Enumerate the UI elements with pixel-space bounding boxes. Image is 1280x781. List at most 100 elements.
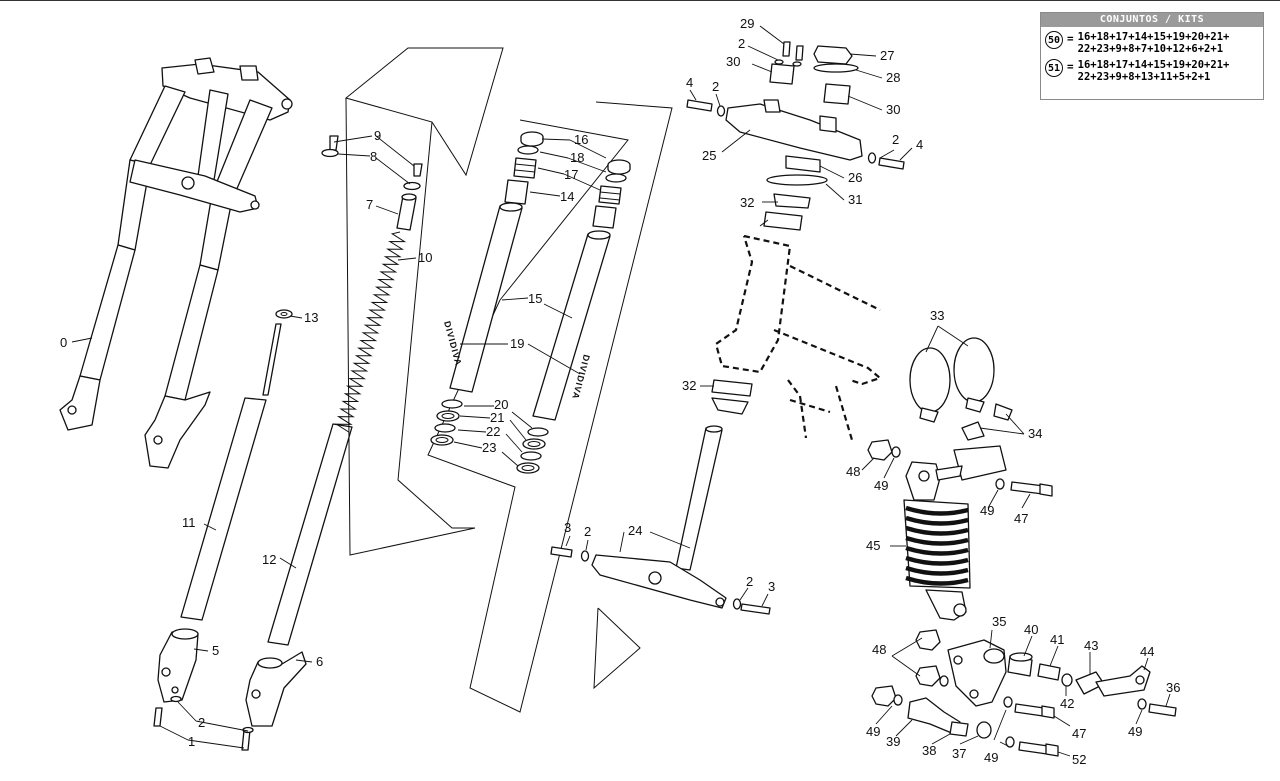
callout-3-right: 3 [768, 579, 775, 594]
inner-tube-part-11[interactable] [180, 397, 267, 621]
kit-equals: = [1067, 32, 1074, 45]
nut-part-48[interactable] [867, 439, 941, 707]
screw-part-4[interactable] [686, 99, 905, 170]
callout-36: 36 [1166, 680, 1180, 695]
screw-part-9[interactable] [329, 135, 423, 177]
outer-tube-part-15[interactable] [449, 202, 611, 421]
callout-47-top: 47 [1014, 511, 1028, 526]
callout-39: 39 [886, 734, 900, 749]
ring-part-18[interactable] [517, 145, 627, 183]
leader-lines [71, 25, 1171, 757]
callout-12: 12 [262, 552, 276, 567]
seal-part-21[interactable] [436, 410, 546, 450]
spacer-part-7[interactable] [396, 193, 417, 231]
callout-43: 43 [1084, 638, 1098, 653]
spring-kit-panel [344, 47, 504, 556]
shock-coil [905, 505, 969, 516]
washer-part-13[interactable] [275, 309, 293, 319]
bush-part-17[interactable] [513, 157, 622, 205]
damper-rod[interactable] [262, 323, 282, 396]
bolt-part-36[interactable] [1148, 703, 1177, 717]
callout-52: 52 [1072, 752, 1086, 767]
shock-coil [905, 575, 969, 586]
callout-49-top: 49 [874, 478, 888, 493]
callout-18: 18 [570, 150, 584, 165]
washer-part-8[interactable] [321, 148, 421, 191]
callout-15: 15 [528, 291, 542, 306]
bearing-part-32[interactable] [711, 211, 803, 415]
callout-2-crown-left: 2 [712, 79, 719, 94]
shock-coil [905, 515, 969, 526]
nut-part-26[interactable] [785, 155, 821, 173]
callout-40: 40 [1024, 622, 1038, 637]
washer-part-2-crown[interactable] [716, 59, 877, 164]
bearing-ring-part-31[interactable] [766, 174, 828, 209]
bolt-part-52[interactable] [1018, 741, 1059, 757]
callout-32-top: 32 [740, 195, 754, 210]
spring-part-10[interactable] [334, 231, 407, 433]
callout-4-right: 4 [916, 137, 923, 152]
callout-8: 8 [370, 149, 377, 164]
washer-part-49[interactable] [891, 446, 1147, 748]
link-part-44[interactable] [1095, 665, 1151, 697]
shock-coil [905, 535, 969, 546]
callout-29: 29 [740, 16, 754, 31]
screw-part-3[interactable] [550, 546, 771, 615]
frame-outline-dashed [714, 234, 883, 441]
kit-row-51: 51 = 16+18+17+14+15+19+20+21+ 22+23+9+8+… [1041, 55, 1263, 83]
callout-26: 26 [848, 170, 862, 185]
callout-1: 1 [188, 734, 195, 749]
washer-part-42[interactable] [1061, 673, 1073, 687]
kit-number-50: 50 [1045, 31, 1063, 49]
hose-clamp-part-33[interactable] [909, 337, 995, 423]
clamp-block-part-30[interactable] [769, 63, 851, 105]
kit-formula-50-line2: 22+23+9+8+7+10+12+6+2+1 [1077, 43, 1224, 55]
callout-32-bottom: 32 [682, 378, 696, 393]
lower-slider-part-5[interactable] [157, 628, 199, 703]
seal-ring-part-20[interactable] [441, 399, 549, 437]
callout-28: 28 [886, 70, 900, 85]
callout-49-far-right: 49 [1128, 724, 1142, 739]
callout-30-right: 30 [886, 102, 900, 117]
callout-31: 31 [848, 192, 862, 207]
callout-45: 45 [866, 538, 880, 553]
kit-formula-50-line1: 16+18+17+14+15+19+20+21+ [1077, 31, 1230, 43]
inner-tube-part-12[interactable] [267, 423, 353, 646]
washer-part-28[interactable] [813, 63, 859, 73]
lower-slider-part-6[interactable] [245, 651, 307, 727]
callout-4-left: 4 [686, 75, 693, 90]
pin-part-41[interactable] [1037, 663, 1061, 681]
seal-part-23[interactable] [430, 434, 540, 474]
top-crown-part-25[interactable] [725, 99, 863, 161]
clip-part-22[interactable] [434, 423, 542, 461]
callout-27: 27 [880, 48, 894, 63]
lower-crown-part-24[interactable] [591, 425, 727, 609]
callout-41: 41 [1050, 632, 1064, 647]
nut-part-27[interactable] [813, 45, 853, 65]
bolt-part-47[interactable] [1010, 481, 1055, 719]
bush-part-40[interactable] [1007, 652, 1033, 677]
callout-2-crown-right: 2 [892, 132, 899, 147]
callout-2-stem-right: 2 [746, 574, 753, 589]
callout-30-left: 30 [726, 54, 740, 69]
callout-6: 6 [316, 654, 323, 669]
shock-coil [905, 555, 969, 566]
callout-labels: 0 11 12 5 6 2 1 13 9 8 7 10 16 18 17 14 … [60, 16, 1180, 767]
callout-14: 14 [560, 189, 574, 204]
screw-part-29[interactable] [782, 41, 804, 61]
top-border-line [0, 0, 1280, 1]
shock-coil [905, 565, 969, 576]
shock-absorber-part-45[interactable] [903, 445, 1007, 621]
callout-47-bottom: 47 [1072, 726, 1086, 741]
kit-formula-50: 16+18+17+14+15+19+20+21+ 22+23+9+8+7+10+… [1078, 31, 1230, 55]
bush-part-37[interactable] [976, 721, 992, 739]
bush-part-38[interactable] [949, 721, 969, 737]
cap-part-16[interactable] [520, 131, 631, 175]
assembled-fork-part-0[interactable] [59, 57, 293, 469]
bush-part-14[interactable] [504, 179, 617, 229]
washer-part-2-bottom[interactable] [170, 695, 254, 734]
bracket-part-34[interactable] [961, 403, 1013, 441]
callout-19: 19 [510, 336, 524, 351]
link-plate-part-35[interactable] [947, 639, 1007, 707]
washer-part-2-stem[interactable] [580, 550, 742, 610]
